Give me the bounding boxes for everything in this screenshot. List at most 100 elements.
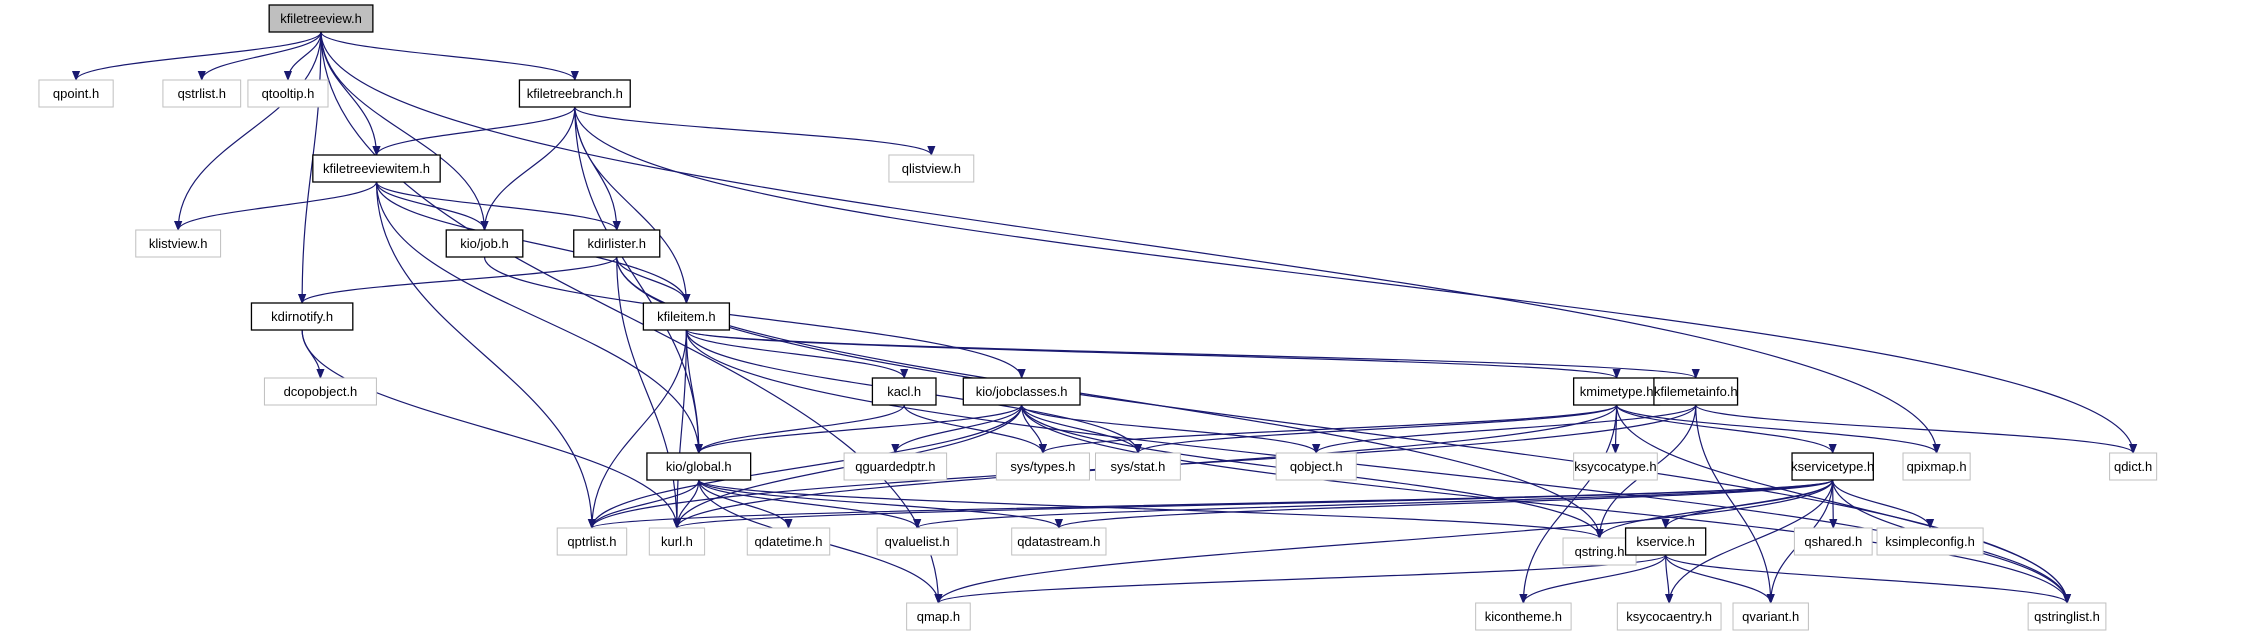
- node-box-kfilemetainfo: [1653, 377, 1739, 406]
- node-label-qdatetime: qdatetime.h: [755, 534, 823, 549]
- node-box-kservicetype: [1791, 452, 1874, 481]
- edge-layer: [76, 31, 2133, 604]
- edge-kacl-to-kioglobal: [699, 404, 905, 454]
- node-box-sysstat: [1095, 452, 1181, 481]
- node-kiojob[interactable]: kio/job.h: [445, 229, 524, 258]
- edge-kfiletreeviewitem-to-kioglobal: [375, 181, 699, 453]
- node-kacl[interactable]: kacl.h: [871, 377, 937, 406]
- node-box-qdatetime: [746, 527, 831, 556]
- edge-kdirlister-to-qstring: [616, 256, 1600, 538]
- node-kioglobal[interactable]: kio/global.h: [646, 452, 752, 481]
- node-box-kdirnotify: [250, 302, 354, 331]
- node-kfiletreeviewitem[interactable]: kfiletreeviewitem.h: [312, 154, 441, 183]
- edge-kfilemetainfo-to-qvariant: [1695, 404, 1771, 603]
- node-kdirlister[interactable]: kdirlister.h: [573, 229, 661, 258]
- edge-kacl-to-systypes: [903, 404, 1043, 454]
- node-box-qstrlist: [162, 79, 242, 108]
- node-label-kfileitem: kfileitem.h: [657, 309, 716, 324]
- edge-kservicetype-to-ksycocaentry: [1669, 479, 1834, 603]
- node-label-ksycocatype: ksycocatype.h: [1574, 459, 1656, 474]
- edge-kfileitem-to-kfilemetainfo: [685, 329, 1695, 379]
- edge-kfiletreeviewitem-to-kiojob: [375, 181, 485, 231]
- node-kfiletreeview[interactable]: kfiletreeview.h: [268, 4, 374, 33]
- edge-kmimetype-to-kservicetype: [1616, 404, 1833, 454]
- node-qstrlist: qstrlist.h: [162, 79, 242, 108]
- node-label-qmap: qmap.h: [917, 609, 960, 624]
- node-label-klistview: klistview.h: [149, 236, 208, 251]
- edge-kfiletreeview-to-qpoint: [76, 31, 322, 81]
- edge-kdirlister-to-kfileitem: [616, 256, 687, 304]
- edge-kservice-to-ksycocaentry: [1666, 554, 1670, 603]
- node-label-qstring: qstring.h: [1575, 544, 1625, 559]
- node-label-kfiletreeview: kfiletreeview.h: [280, 11, 362, 26]
- edge-kmimetype-to-qstringlist: [1616, 404, 2067, 603]
- node-box-kicontheme: [1475, 602, 1572, 631]
- node-label-kiojob: kio/job.h: [460, 236, 508, 251]
- node-label-kservice: kservice.h: [1636, 534, 1695, 549]
- node-kfiletreebranch[interactable]: kfiletreebranch.h: [518, 79, 631, 108]
- node-layer: kfiletreeview.h qpoint.h qstrlist.h qtoolti…: [38, 4, 2158, 631]
- edge-kfiletreebranch-to-kiojob: [485, 106, 576, 230]
- node-kmimetype[interactable]: kmimetype.h: [1572, 377, 1661, 406]
- node-box-qobject: [1275, 452, 1357, 481]
- edge-kmimetype-to-kicontheme: [1523, 404, 1618, 603]
- node-label-kurl: kurl.h: [661, 534, 693, 549]
- node-label-qvaluelist: qvaluelist.h: [885, 534, 950, 549]
- edge-kservicetype-to-qptrlist: [592, 479, 1834, 529]
- node-box-qtooltip: [247, 79, 329, 108]
- node-kurl: kurl.h: [648, 527, 706, 556]
- node-box-kfileitem: [642, 302, 731, 331]
- edge-kdirlister-to-kdirnotify: [302, 256, 618, 304]
- edge-kfiletreeview-to-kdirnotify: [302, 31, 322, 303]
- edge-kservice-to-qmap: [938, 554, 1667, 604]
- node-label-qdatastream: qdatastream.h: [1017, 534, 1100, 549]
- node-box-ksycocatype: [1573, 452, 1658, 481]
- node-label-qtooltip: qtooltip.h: [262, 86, 315, 101]
- node-kfilemetainfo[interactable]: kfilemetainfo.h: [1653, 377, 1739, 406]
- edge-kfiletreebranch-to-kfiletreeviewitem: [377, 106, 576, 156]
- node-qvaluelist: qvaluelist.h: [876, 527, 958, 556]
- edge-kiojob-to-kiojobclasses: [483, 256, 1022, 379]
- edge-kdirnotify-to-dcopobject: [301, 329, 320, 378]
- node-kfileitem[interactable]: kfileitem.h: [642, 302, 731, 331]
- node-box-kdirlister: [573, 229, 661, 258]
- node-kdirnotify[interactable]: kdirnotify.h: [250, 302, 354, 331]
- node-box-ksycocaentry: [1616, 602, 1722, 631]
- node-label-kfilemetainfo: kfilemetainfo.h: [1654, 384, 1738, 399]
- edge-kfiletreebranch-to-kdirlister: [574, 106, 617, 230]
- edge-kmimetype-to-qpixmap: [1616, 404, 1937, 454]
- node-box-dcopobject: [263, 377, 377, 406]
- node-label-qstrlist: qstrlist.h: [178, 86, 226, 101]
- node-label-kicontheme: kicontheme.h: [1485, 609, 1562, 624]
- node-ksycocaentry: ksycocaentry.h: [1616, 602, 1722, 631]
- node-ksycocatype: ksycocatype.h: [1573, 452, 1658, 481]
- node-label-qstringlist: qstringlist.h: [2034, 609, 2100, 624]
- edge-kfiletreeviewitem-to-qptrlist: [375, 181, 592, 528]
- edge-kservice-to-qstringlist: [1665, 554, 2067, 604]
- edge-kfiletreeview-to-klistview: [178, 31, 322, 230]
- edge-kfiletreeview-to-qstrlist: [202, 31, 322, 81]
- edge-kfileitem-to-qptrlist: [592, 329, 687, 528]
- edge-kfilemetainfo-to-qdict: [1695, 404, 2133, 454]
- edge-kservicetype-to-qmap: [938, 479, 1834, 604]
- node-qdatastream: qdatastream.h: [1011, 527, 1107, 556]
- node-kservice[interactable]: kservice.h: [1624, 527, 1707, 556]
- edge-kmimetype-to-sysstat: [1138, 404, 1618, 454]
- edge-kservicetype-to-qstring: [1600, 479, 1834, 539]
- node-qpoint: qpoint.h: [38, 79, 114, 108]
- node-box-kioglobal: [646, 452, 752, 481]
- node-qshared: qshared.h: [1793, 527, 1873, 556]
- node-kservicetype[interactable]: kservicetype.h: [1791, 452, 1874, 481]
- edge-kfiletreeview-to-qpixmap: [320, 31, 1937, 453]
- node-box-kservice: [1624, 527, 1707, 556]
- edge-kdirlister-to-kurl: [616, 256, 677, 528]
- edge-kservicetype-to-qdatastream: [1059, 479, 1834, 529]
- node-kiojobclasses[interactable]: kio/jobclasses.h: [962, 377, 1081, 406]
- node-dcopobject: dcopobject.h: [263, 377, 377, 406]
- edge-kiojobclasses-to-qobject: [1021, 404, 1317, 454]
- node-qdatetime: qdatetime.h: [746, 527, 831, 556]
- node-qdict: qdict.h: [2109, 452, 2158, 481]
- edge-kfiletreeviewitem-to-klistview: [178, 181, 378, 231]
- node-qptrlist: qptrlist.h: [556, 527, 628, 556]
